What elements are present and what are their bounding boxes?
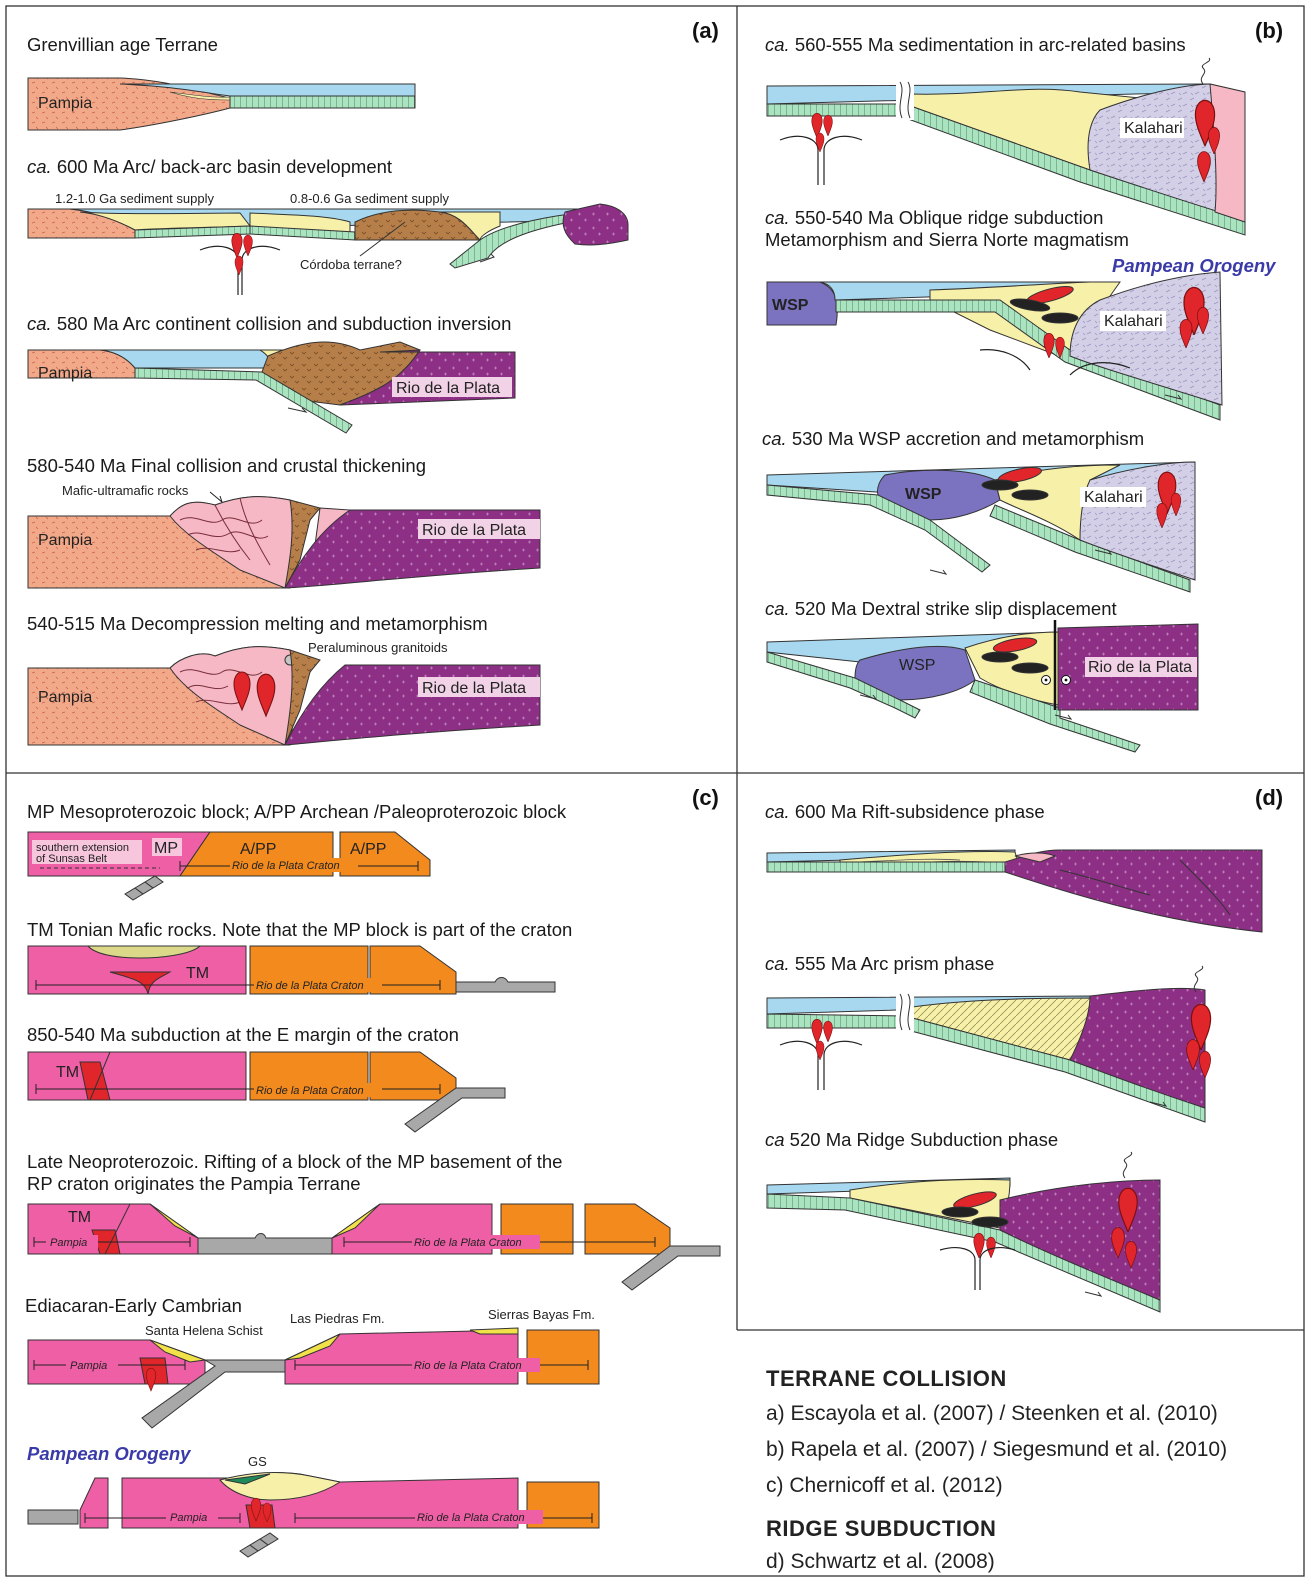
b1-kalahari: Kalahari [1124, 120, 1183, 137]
d-section-2 [767, 966, 1211, 1122]
a-section-4: Mafic-ultramafic rocks Pampia Rio de la … [28, 483, 540, 588]
b3-kalahari: Kalahari [1084, 489, 1143, 506]
d-section-3 [767, 1152, 1160, 1312]
b-title-5: ca. 520 Ma Dextral strike slip displacem… [765, 598, 1117, 619]
c1-app-2: A/PP [350, 841, 386, 858]
b-title-2: ca. 550-540 Ma Oblique ridge subduction [765, 207, 1103, 228]
b-title-1: ca. 560-555 Ma sedimentation in arc-rela… [765, 34, 1186, 55]
c5-santa-helena: Santa Helena Schist [145, 1323, 263, 1338]
b2-wsp: WSP [772, 297, 809, 314]
c-title-3: 850-540 Ma subduction at the E margin of… [27, 1024, 459, 1045]
a-title-3: ca. 580 Ma Arc continent collision and s… [27, 313, 511, 334]
c6-craton: Rio de la Plata Craton [417, 1512, 525, 1524]
c-section-3: TM Rio de la Plata Craton [28, 1052, 505, 1132]
a-title-4: 580-540 Ma Final collision and crustal t… [27, 455, 426, 476]
c-title-1: MP Mesoproterozoic block; A/PP Archean /… [27, 801, 567, 822]
c3-tm: TM [56, 1064, 79, 1081]
panel-letter-b: (b) [1255, 18, 1283, 43]
a3-rdp: Rio de la Plata [396, 380, 500, 397]
b-title-3: Metamorphism and Sierra Norte magmatism [765, 229, 1129, 250]
b-section-2: WSP Kalahari [767, 272, 1222, 420]
d-section-1 [767, 850, 1262, 932]
a-title-2: ca. 600 Ma Arc/ back-arc basin developme… [27, 156, 392, 177]
b-title-4: ca. 530 Ma WSP accretion and metamorphis… [762, 428, 1144, 449]
c-section-1: southern extension of Sunsas Belt MP A/P… [28, 832, 430, 900]
panel-b: (b) ca. 560-555 Ma sedimentation in arc-… [762, 18, 1283, 752]
b2-kalahari: Kalahari [1104, 313, 1163, 330]
a-section-3: Pampia Rio de la Plata [28, 342, 515, 433]
c-section-4: TM Pampia Rio de la Plata Craton [28, 1204, 720, 1290]
c1-craton: Rio de la Plata Craton [232, 860, 340, 872]
a4-mafic: Mafic-ultramafic rocks [62, 483, 189, 498]
c6-pampia: Pampia [170, 1512, 207, 1524]
b4-rdp: Rio de la Plata [1088, 659, 1192, 676]
c1-mp: MP [154, 840, 178, 857]
c6-gs: GS [248, 1454, 267, 1469]
a4-rdp: Rio de la Plata [422, 522, 526, 539]
c4-tm: TM [68, 1209, 91, 1226]
c-title-4: Late Neoproterozoic. Rifting of a block … [27, 1151, 562, 1172]
a2-supply-1: 1.2-1.0 Ga sediment supply [55, 191, 214, 206]
b-section-3: WSP Kalahari [767, 462, 1195, 592]
a2-cordoba: Córdoba terrane? [300, 257, 402, 272]
a5-peraluminous: Peraluminous granitoids [308, 640, 448, 655]
c-section-2: TM Rio de la Plata Craton [28, 946, 555, 994]
panel-d: (d) ca. 600 Ma Rift-subsidence phase ca.… [765, 785, 1283, 1312]
a-title-5: 540-515 Ma Decompression melting and met… [27, 613, 488, 634]
c-orogeny: Pampean Orogeny [27, 1443, 192, 1464]
c-title-5: RP craton originates the Pampia Terrane [27, 1173, 361, 1194]
c5-sierras-bayas: Sierras Bayas Fm. [488, 1307, 595, 1322]
c5-pampia: Pampia [70, 1360, 107, 1372]
a-section-1: Pampia [28, 78, 415, 130]
ref-item-a: a) Escayola et al. (2007) / Steenken et … [766, 1402, 1218, 1426]
panel-letter-d: (d) [1255, 785, 1283, 810]
ref-heading-terrane: TERRANE COLLISION [766, 1366, 1007, 1392]
a-title-1: Grenvillian age Terrane [27, 34, 218, 55]
d-title-3: ca 520 Ma Ridge Subduction phase [765, 1129, 1058, 1150]
a5-pampia: Pampia [38, 689, 92, 706]
a1-pampia: Pampia [38, 95, 92, 112]
a2-supply-2: 0.8-0.6 Ga sediment supply [290, 191, 449, 206]
panel-letter-c: (c) [692, 785, 719, 810]
c-title-2: TM Tonian Mafic rocks. Note that the MP … [27, 919, 572, 940]
a-section-2: 1.2-1.0 Ga sediment supply 0.8-0.6 Ga se… [28, 191, 628, 295]
panel-a: (a) Grenvillian age Terrane Pampia ca. 6… [27, 18, 719, 745]
panel-c: (c) MP Mesoproterozoic block; A/PP Arche… [25, 785, 720, 1557]
d-title-2: ca. 555 Ma Arc prism phase [765, 953, 994, 974]
a-section-5: Peraluminous granitoids Pampia Rio de la… [28, 640, 540, 745]
b4-wsp: WSP [899, 657, 935, 674]
a4-pampia: Pampia [38, 532, 92, 549]
b-orogeny: Pampean Orogeny [1112, 255, 1277, 276]
c5-craton: Rio de la Plata Craton [414, 1360, 522, 1372]
c4-craton: Rio de la Plata Craton [414, 1237, 522, 1249]
b3-wsp: WSP [905, 486, 942, 503]
panel-letter-a: (a) [692, 18, 719, 43]
b-section-4: WSP Rio de la Plata [767, 620, 1198, 752]
c2-tm: TM [186, 965, 209, 982]
c-title-6: Ediacaran-Early Cambrian [25, 1295, 242, 1316]
c1-sunsas-2: of Sunsas Belt [36, 853, 107, 865]
c4-pampia: Pampia [50, 1237, 87, 1249]
c-section-6: GS Pampia Rio de la Plata Craton [28, 1454, 599, 1557]
ref-heading-ridge: RIDGE SUBDUCTION [766, 1516, 996, 1542]
ref-item-b: b) Rapela et al. (2007) / Siegesmund et … [766, 1438, 1227, 1462]
references-box: TERRANE COLLISION a) Escayola et al. (20… [742, 1340, 1302, 1575]
a5-rdp: Rio de la Plata [422, 680, 526, 697]
d-title-1: ca. 600 Ma Rift-subsidence phase [765, 801, 1045, 822]
c-section-5: Santa Helena Schist Las Piedras Fm. Sier… [28, 1307, 599, 1428]
ref-item-d: d) Schwartz et al. (2008) [766, 1550, 995, 1574]
ref-item-c: c) Chernicoff et al. (2012) [766, 1474, 1003, 1498]
c1-app-1: A/PP [240, 841, 276, 858]
c2-craton: Rio de la Plata Craton [256, 980, 364, 992]
c3-craton: Rio de la Plata Craton [256, 1085, 364, 1097]
c5-las-piedras: Las Piedras Fm. [290, 1311, 385, 1326]
a3-pampia: Pampia [38, 365, 92, 382]
